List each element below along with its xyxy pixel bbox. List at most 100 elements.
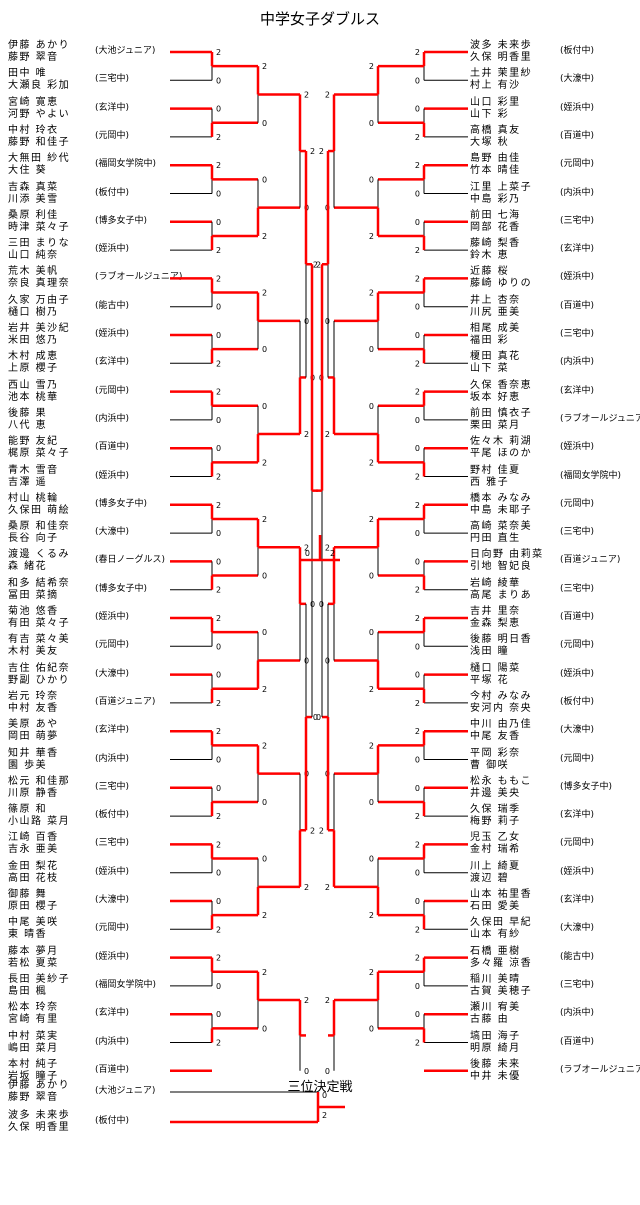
left-pair-18: 桑原 和佳奈長谷 向子 <box>8 521 70 545</box>
player-name: 大住 葵 <box>8 165 48 177</box>
right-school-9: (姪浜中) <box>560 272 595 283</box>
right-pair-29: 児玉 乙女金村 瑞希 <box>470 832 521 856</box>
score-mark: 0 <box>415 190 420 199</box>
score-mark: 0 <box>415 331 420 340</box>
player-name: 島田 楓 <box>8 985 48 997</box>
player-name: 久保田 萌絵 <box>8 504 71 516</box>
player-name: 佐々木 莉湖 <box>470 436 533 448</box>
player-name: 原田 櫻子 <box>8 901 59 912</box>
player-name: 桑原 和佳奈 <box>8 521 71 533</box>
player-name: 波多 未来歩 <box>470 40 533 51</box>
score-mark: 2 <box>369 458 374 467</box>
right-school-14: (ラブオールジュニア) <box>560 413 640 424</box>
right-school-30: (姪浜中) <box>560 866 595 877</box>
score-mark: 2 <box>262 289 267 298</box>
player-name: 藤野 翠音 <box>8 52 59 63</box>
left-pair-24: 岩元 玲奈中村 友香 <box>8 691 59 715</box>
left-pair-22: 有吉 菜々美木村 美友 <box>8 634 70 658</box>
left-school-21: (姪浜中) <box>95 612 130 622</box>
score-mark: 2 <box>304 883 309 892</box>
player-name: 中村 菜実 <box>8 1030 59 1042</box>
player-name: 岩崎 綾華 <box>470 577 521 589</box>
player-name: 山本 有紗 <box>470 929 521 941</box>
player-name: 古藤 由 <box>470 1014 510 1026</box>
score-mark: 2 <box>415 359 420 368</box>
right-pair-25: 中川 由乃佳中尾 友香 <box>470 719 532 743</box>
left-school-28: (板付中) <box>95 810 130 821</box>
player-name: 山下 菜 <box>470 363 510 375</box>
score-mark: 0 <box>216 671 221 680</box>
score-mark: 0 <box>216 529 221 538</box>
left-school-18: (大濠中) <box>95 527 130 538</box>
player-name: 中村 玲衣 <box>8 124 59 136</box>
player-name: 波多 未来歩 <box>8 1110 71 1121</box>
score-mark: 2 <box>262 911 267 920</box>
score-mark: 2 <box>369 62 374 71</box>
left-pair-28: 篠原 和小山路 菜月 <box>8 804 70 828</box>
right-school-33: (能古中) <box>560 951 595 962</box>
score-mark: 2 <box>216 954 221 963</box>
score-mark: 2 <box>325 996 330 1005</box>
right-pair-30: 川上 綺夏渡辺 碧 <box>470 861 521 885</box>
right-school-31: (玄洋中) <box>560 895 595 905</box>
player-name: 江里 上菜子 <box>470 181 533 193</box>
score-mark: 2 <box>415 388 420 397</box>
score-mark: 2 <box>216 359 221 368</box>
player-name: 福田 彩 <box>470 335 510 346</box>
score-mark: 2 <box>216 614 221 623</box>
player-name: 桑原 利佳 <box>8 209 59 221</box>
player-name: 伊藤 あかり <box>8 40 71 51</box>
player-name: 高尾 まりあ <box>470 589 533 601</box>
player-name: 大無田 紗代 <box>8 153 71 165</box>
right-school-5: (元岡中) <box>560 159 595 170</box>
score-mark: 2 <box>262 741 267 750</box>
player-name: 岩坂 瞳子 <box>8 1070 59 1082</box>
left-school-31: (大濠中) <box>95 895 130 905</box>
player-name: 高田 花枝 <box>8 872 59 884</box>
player-name: 園 歩美 <box>8 759 48 771</box>
score-mark: 0 <box>313 713 318 722</box>
player-name: 渡辺 碧 <box>470 872 510 884</box>
player-name: 金田 梨花 <box>8 860 59 872</box>
player-name: 河野 やよい <box>8 108 71 120</box>
player-name: 川尻 亜美 <box>470 306 521 318</box>
left-pair-15: 能野 友紀梶原 菜々子 <box>8 436 70 460</box>
right-pair-6: 江里 上菜子中島 彩乃 <box>470 182 532 206</box>
left-school-6: (板付中) <box>95 187 130 198</box>
player-name: 冨田 菜摘 <box>8 589 59 601</box>
score-mark: 0 <box>415 982 420 991</box>
left-school-12: (玄洋中) <box>95 357 130 368</box>
left-school-36: (内浜中) <box>95 1036 130 1047</box>
score-mark: 2 <box>325 883 330 892</box>
player-name: 森 緒花 <box>8 561 48 573</box>
left-school-22: (元岡中) <box>95 640 130 651</box>
left-school-10: (能古中) <box>95 300 130 311</box>
right-school-19: (百道ジュニア) <box>560 555 621 566</box>
left-pair-25: 美原 あや岡田 萌夢 <box>8 719 59 743</box>
left-school-2: (三宅中) <box>95 74 130 85</box>
player-name: 後藤 未来 <box>470 1058 521 1070</box>
right-pair-32: 久保田 早紀山本 有紗 <box>470 917 532 941</box>
player-name: 高崎 菜奈美 <box>470 521 533 533</box>
right-pair-37: 後藤 未来中井 未優 <box>470 1059 521 1083</box>
score-mark: 2 <box>369 232 374 241</box>
player-name: 曹 御咲 <box>470 759 510 771</box>
left-pair-33: 藤本 夢月若松 夏菜 <box>8 946 59 970</box>
score-mark: 0 <box>262 345 267 354</box>
left-school-3: (玄洋中) <box>95 102 130 113</box>
player-name: 小山路 菜月 <box>8 816 71 828</box>
left-pair-14: 後藤 果八代 恵 <box>8 408 47 432</box>
left-pair-32: 中尾 美咲東 晴香 <box>8 917 59 941</box>
score-mark: 0 <box>304 317 309 326</box>
score-mark: 2 <box>216 727 221 736</box>
score-mark: 0 <box>415 897 420 906</box>
player-name: 高橋 真友 <box>470 124 521 136</box>
right-school-15: (姪浜中) <box>560 442 595 453</box>
player-name: 日向野 由莉菜 <box>470 549 544 561</box>
player-name: 多々羅 涼香 <box>470 957 533 969</box>
score-mark: 0 <box>325 317 330 326</box>
player-name: 山下 彩 <box>470 108 510 120</box>
score-mark: 2 <box>316 260 321 269</box>
score-mark: 2 <box>325 543 330 552</box>
